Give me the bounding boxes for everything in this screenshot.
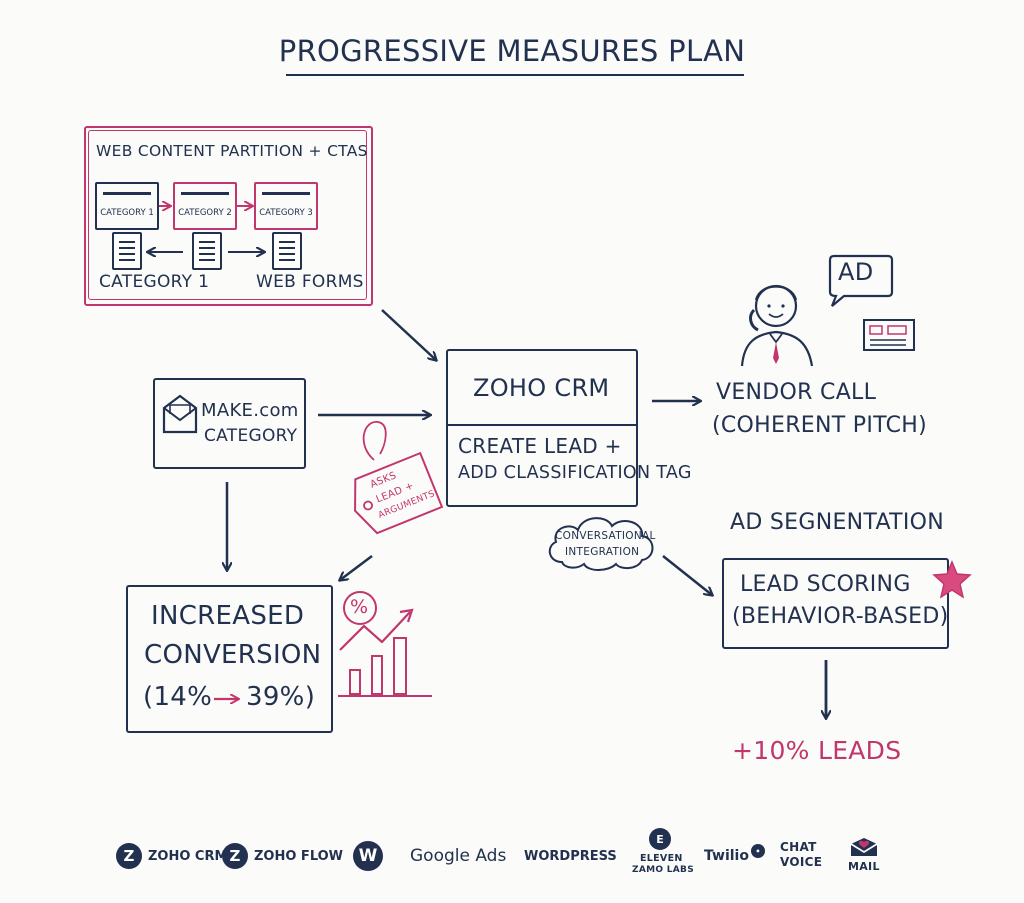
cloud-line-2: INTEGRATION [565, 546, 640, 558]
ad-card-icon [863, 319, 915, 351]
title-underline [286, 74, 744, 76]
document-icon [272, 232, 302, 270]
logo-google-ads-text: Google Ads [410, 846, 507, 866]
lead-scoring-box [722, 558, 949, 649]
category-tab-1: CATEGORY 1 [95, 182, 159, 230]
eleven-labs-icon: E [649, 828, 671, 850]
logo-twilio: Twilio • [704, 840, 765, 872]
logo-zoho-crm-text: ZOHO CRM [148, 848, 228, 864]
mail-icon [850, 838, 878, 856]
logo-mail: MAIL [846, 836, 886, 876]
conversion-line-2: CONVERSION [144, 640, 322, 670]
logo-google-ads: Google Ads [410, 840, 506, 872]
vendor-call-title: VENDOR CALL [716, 380, 877, 405]
vendor-person-icon [740, 284, 814, 367]
logo-twilio-text: Twilio [704, 848, 749, 864]
zoho-crm-box [446, 349, 638, 507]
logo-mail-text: MAIL [848, 860, 880, 873]
category-tab-1-label: CATEGORY 1 [100, 208, 154, 218]
ad-bubble-text: AD [838, 258, 874, 286]
speech-bubble-icon [828, 254, 894, 307]
web-category-label: CATEGORY 1 [99, 272, 210, 292]
logo-eleven-line-2: ZAMO LABS [632, 865, 694, 875]
logo-zoho-crm: Z ZOHO CRM [116, 840, 227, 872]
make-category-box [153, 378, 306, 469]
tag-string [362, 421, 387, 461]
web-forms-label: WEB FORMS [256, 272, 364, 292]
page-title: PROGRESSIVE MEASURES PLAN [278, 34, 746, 68]
arrow-crm-to-conversion [340, 555, 373, 580]
arrow-cloud-to-scoring [662, 555, 712, 595]
star-icon [932, 560, 972, 599]
logo-wordpress-mark: W [353, 840, 383, 872]
arrow-web-to-crm [381, 309, 436, 360]
category-tab-2-label: CATEGORY 2 [178, 208, 232, 218]
make-subtitle: CATEGORY [204, 426, 298, 446]
logo-zoho-flow-text: ZOHO FLOW [254, 848, 344, 864]
logo-chat-line-2: VOICE [780, 855, 823, 869]
segmentation-heading: AD SEGNENTATION [730, 510, 944, 535]
twilio-icon: • [750, 844, 765, 858]
category-tab-3-label: CATEGORY 3 [259, 208, 313, 218]
logo-eleven-line-1: ELEVEN [640, 853, 683, 864]
cloud-line-1: CONVERSATIONAL [555, 530, 656, 542]
document-icon [112, 232, 142, 270]
wordpress-icon: W [353, 841, 383, 871]
percent-badge: % [350, 596, 369, 618]
zoho-crm-title: ZOHO CRM [473, 374, 610, 402]
tag-icon [354, 451, 444, 535]
conversion-to: 39%) [246, 682, 316, 712]
make-title: MAKE.com [201, 400, 299, 421]
zoho-flow-icon: Z [222, 843, 248, 869]
crm-line-2: ADD CLASSIFICATION TAG [458, 463, 692, 483]
category-tab-2: CATEGORY 2 [173, 182, 237, 230]
web-content-box [84, 126, 373, 306]
web-content-box-inner [88, 130, 367, 300]
conversion-from: (14% [143, 682, 213, 712]
vendor-call-subtitle: (COHERENT PITCH) [712, 413, 927, 438]
logo-chat-line-1: CHAT [780, 840, 817, 854]
lead-arguments-tag: ASKS LEAD + ARGUMENTS [341, 448, 447, 542]
lead-scoring-title: LEAD SCORING [740, 572, 911, 597]
logo-eleven-labs: E ELEVEN ZAMO LABS [632, 828, 694, 880]
category-tab-3: CATEGORY 3 [254, 182, 318, 230]
leads-result: +10% LEADS [732, 736, 902, 765]
logo-wordpress-text: WORDPRESS [524, 848, 617, 864]
zoho-crm-divider [446, 424, 638, 426]
cloud-icon [548, 517, 654, 571]
zoho-crm-icon: Z [116, 843, 142, 869]
web-content-heading: WEB CONTENT PARTITION + CTAS [96, 142, 368, 160]
lead-scoring-subtitle: (BEHAVIOR-BASED) [732, 604, 949, 629]
conversion-box [126, 585, 333, 733]
envelope-icon [162, 394, 198, 434]
growth-chart-icon [338, 591, 432, 697]
logo-zoho-flow: Z ZOHO FLOW [222, 840, 343, 872]
document-icon [192, 232, 222, 270]
crm-line-1: CREATE LEAD + [458, 434, 622, 458]
conversion-line-1: INCREASED [151, 601, 305, 631]
logo-wordpress: WORDPRESS [524, 840, 617, 872]
